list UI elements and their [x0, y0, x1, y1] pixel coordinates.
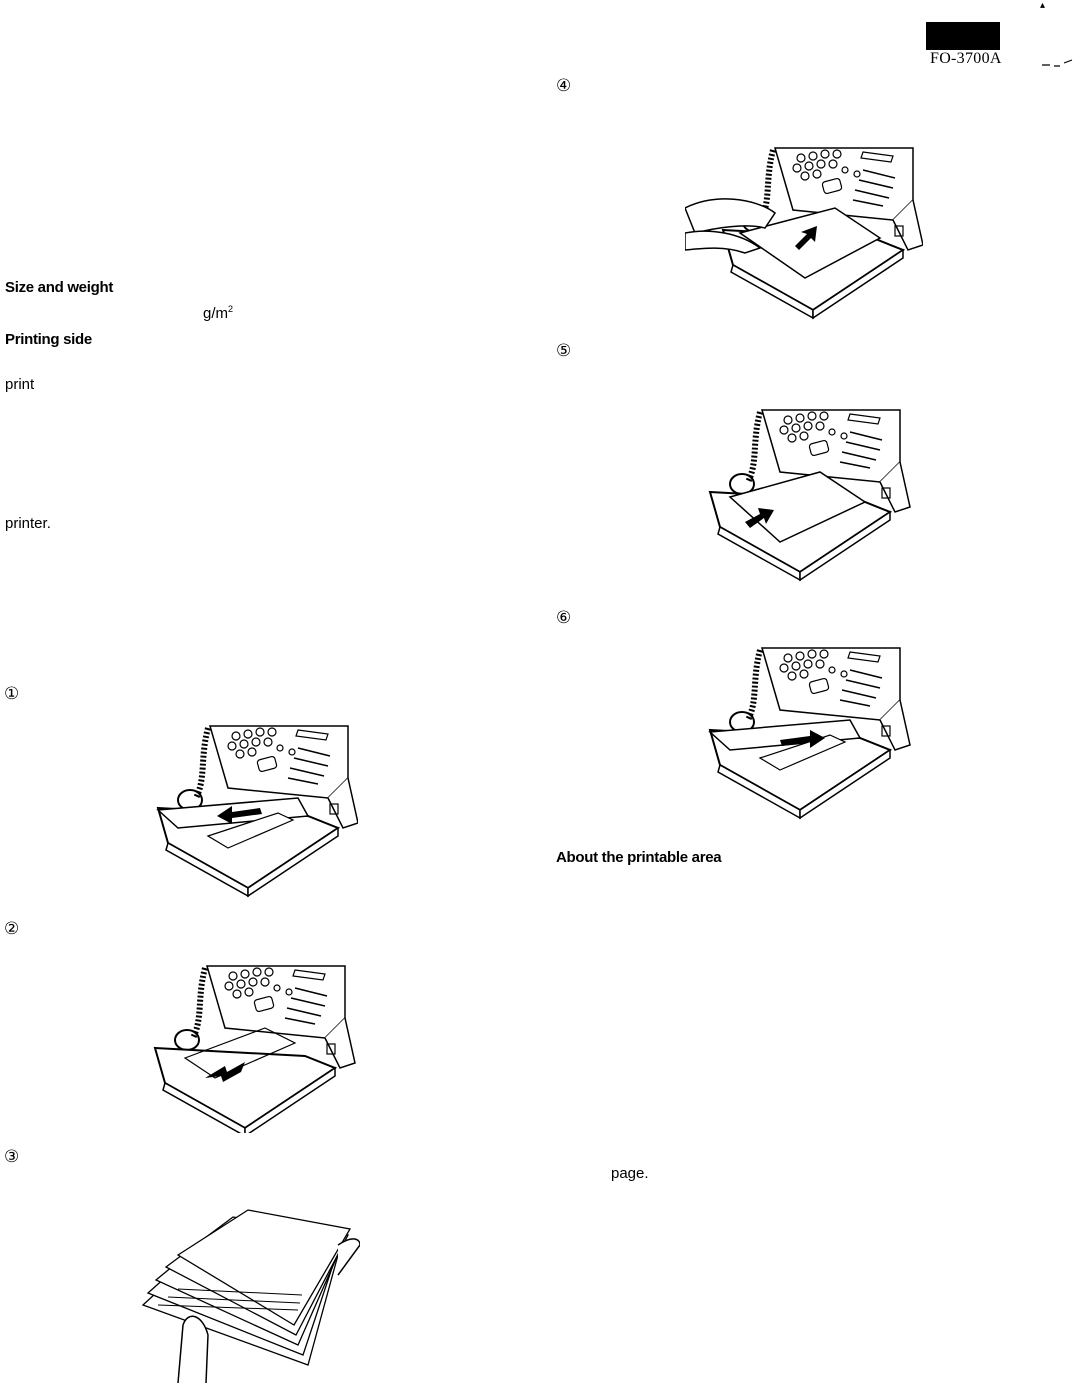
- hand-illustration: [685, 198, 777, 234]
- step-3-marker: ③: [4, 1147, 20, 1167]
- fax-machine-illustration: [685, 138, 923, 320]
- hand-illustration: [337, 1238, 360, 1276]
- step-6-marker: ⑥: [556, 608, 572, 628]
- fax-machine-illustration: [700, 402, 912, 584]
- fax-machine-illustration: [148, 718, 358, 900]
- arrow-icon: [205, 1062, 245, 1082]
- paper-stack-illustration: [141, 1209, 360, 1383]
- scan-mark: ▴: [1040, 0, 1046, 11]
- arrow-icon: [217, 806, 262, 824]
- arrow-icon: [795, 226, 817, 250]
- step-4-marker: ④: [556, 76, 572, 96]
- scan-dash-mark: [1042, 59, 1073, 67]
- printable-area-heading: About the printable area: [556, 849, 722, 866]
- step-1-marker: ①: [4, 684, 20, 704]
- hand-illustration: [177, 1315, 209, 1383]
- size-weight-heading: Size and weight: [5, 279, 114, 296]
- print-word: print: [5, 376, 35, 393]
- weight-unit: g/m2: [203, 304, 234, 322]
- step-5-marker: ⑤: [556, 341, 572, 361]
- fax-machine-illustration: [700, 640, 912, 822]
- page-word: page.: [611, 1165, 649, 1182]
- arrow-icon: [745, 508, 774, 528]
- printer-word: printer.: [5, 515, 51, 532]
- fax-machine-illustration: [145, 958, 357, 1133]
- model-number: FO-3700A: [930, 50, 1002, 67]
- step-2-marker: ②: [4, 919, 20, 939]
- arrow-icon: [780, 730, 825, 748]
- printing-side-heading: Printing side: [5, 331, 92, 348]
- header-black-tab: [926, 22, 1000, 50]
